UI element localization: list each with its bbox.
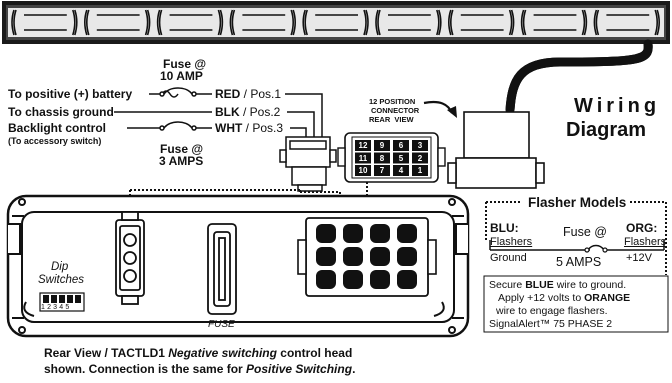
connector-pin [374, 152, 390, 164]
caption-line2: shown. Connection is the same for Positi… [44, 362, 356, 376]
left-plug [279, 136, 337, 192]
connector-pin-label: 12 [358, 141, 368, 150]
socket-cavity [397, 224, 417, 243]
socket-cavity [397, 247, 417, 266]
socket-cavity [370, 247, 390, 266]
right-plug [447, 111, 545, 189]
flasher-note-line1: Secure BLUE wire to ground. [489, 279, 627, 291]
connector-pin [355, 140, 371, 151]
socket-cavity [343, 247, 363, 266]
dip-switch [67, 295, 73, 303]
connector-pin [374, 140, 390, 151]
socket-cavity [370, 224, 390, 243]
connector-pin-label: 3 [417, 141, 423, 150]
connector-pin [393, 140, 409, 151]
fuse-holder [207, 223, 237, 315]
dip-label-line1: Dip [51, 261, 69, 273]
flasher-fuse-line2: 5 AMPS [556, 255, 602, 269]
connector-pin-label: 10 [358, 166, 368, 175]
connector-pin [393, 152, 409, 164]
light-bar-module [593, 9, 660, 36]
connector-title-1: 12 POSITION [369, 97, 416, 106]
twelve-pin-socket [297, 217, 437, 297]
flasher-panel [483, 240, 669, 333]
connector-pin-label: 7 [379, 166, 385, 175]
label-chassis-ground: To chassis ground [8, 105, 114, 119]
connector-pin [412, 140, 428, 151]
connector-pin-label: 9 [379, 141, 385, 150]
connector-pin [412, 165, 428, 176]
org-plus12v: +12V [626, 252, 652, 264]
flasher-models-title: Flasher Models [526, 195, 629, 210]
connector-pin-label: 5 [398, 153, 404, 163]
dip-switch [51, 295, 57, 303]
socket-cavity [316, 270, 336, 289]
connector-pin [393, 165, 409, 176]
three-pin-socket [115, 211, 145, 305]
light-bar-module [520, 9, 588, 36]
socket-cavity [316, 247, 336, 266]
dip-switch-block [39, 292, 85, 312]
label-backlight-control: Backlight control [8, 121, 107, 135]
light-bar-module [11, 9, 78, 36]
connector-title-2: CONNECTOR [371, 106, 420, 115]
fuse-label: FUSE [208, 319, 235, 330]
wire-white-label: WHT / Pos.3 [215, 121, 284, 135]
connector-title-3: REAR VIEW [369, 115, 414, 124]
connector-pin-label: 2 [417, 153, 423, 163]
curved-arrow [423, 100, 454, 114]
org-flashers: Flashers [624, 236, 667, 248]
light-bar-module [375, 9, 442, 36]
label-positive-battery: To positive (+) battery [8, 87, 133, 101]
socket-cavity [343, 270, 363, 289]
wire-white [127, 121, 212, 131]
dip-label-line2: Switches [38, 274, 85, 286]
fuse-top-line1: Fuse @ [163, 57, 207, 71]
light-bar-module [229, 9, 296, 36]
dip-switch [43, 295, 49, 303]
socket-cavity [316, 224, 336, 243]
connector-pin [412, 152, 428, 164]
connector-pin-label: 1 [417, 166, 423, 175]
light-bar-module [448, 9, 515, 36]
wire-red [149, 87, 212, 98]
flasher-note-line3: wire to engage flashers. [496, 305, 608, 317]
connector-pin-label: 4 [398, 166, 404, 175]
fuse-top-line2: 10 AMP [160, 69, 203, 83]
light-bar-module [302, 9, 369, 36]
dip-switch [59, 295, 65, 303]
org-label: ORG: [626, 221, 658, 235]
plug-leads [285, 93, 323, 138]
connector-pin-label: 6 [398, 141, 404, 150]
socket-cavity [343, 224, 363, 243]
flasher-note-line2: Apply +12 volts to ORANGE [498, 292, 631, 304]
light-bar-module [84, 9, 151, 36]
connector-pin-label: 11 [358, 153, 368, 163]
flasher-fuse-line1: Fuse @ [563, 225, 607, 239]
socket-cavity [370, 270, 390, 289]
dip-numbers: 12345 [41, 304, 72, 311]
flasher-note-line4: SignalAlert™ 75 PHASE 2 [489, 318, 613, 330]
wire-red-label: RED / Pos.1 [215, 87, 282, 101]
wiring-title-line1: Wiring [574, 95, 661, 117]
fuse-bottom-line1: Fuse @ [160, 142, 204, 156]
connector-pin [355, 152, 371, 164]
connector-pin [355, 165, 371, 176]
caption-line1: Rear View / TACTLD1 Negative switching c… [44, 346, 353, 360]
blu-flashers: Flashers [490, 236, 533, 248]
light-bar [2, 1, 670, 44]
connector-pin [374, 165, 390, 176]
blu-ground: Ground [490, 252, 527, 264]
wiring-title-line2: Diagram [566, 119, 647, 141]
dip-switch [75, 295, 81, 303]
fuse-bottom-line2: 3 AMPS [159, 154, 204, 168]
socket-cavity [397, 270, 417, 289]
wire-black-label: BLK / Pos.2 [215, 105, 281, 119]
connector-pin-label: 8 [379, 153, 385, 163]
light-bar-module [156, 9, 224, 36]
blu-label: BLU: [490, 221, 519, 235]
label-accessory-switch: (To accessory switch) [8, 136, 102, 146]
